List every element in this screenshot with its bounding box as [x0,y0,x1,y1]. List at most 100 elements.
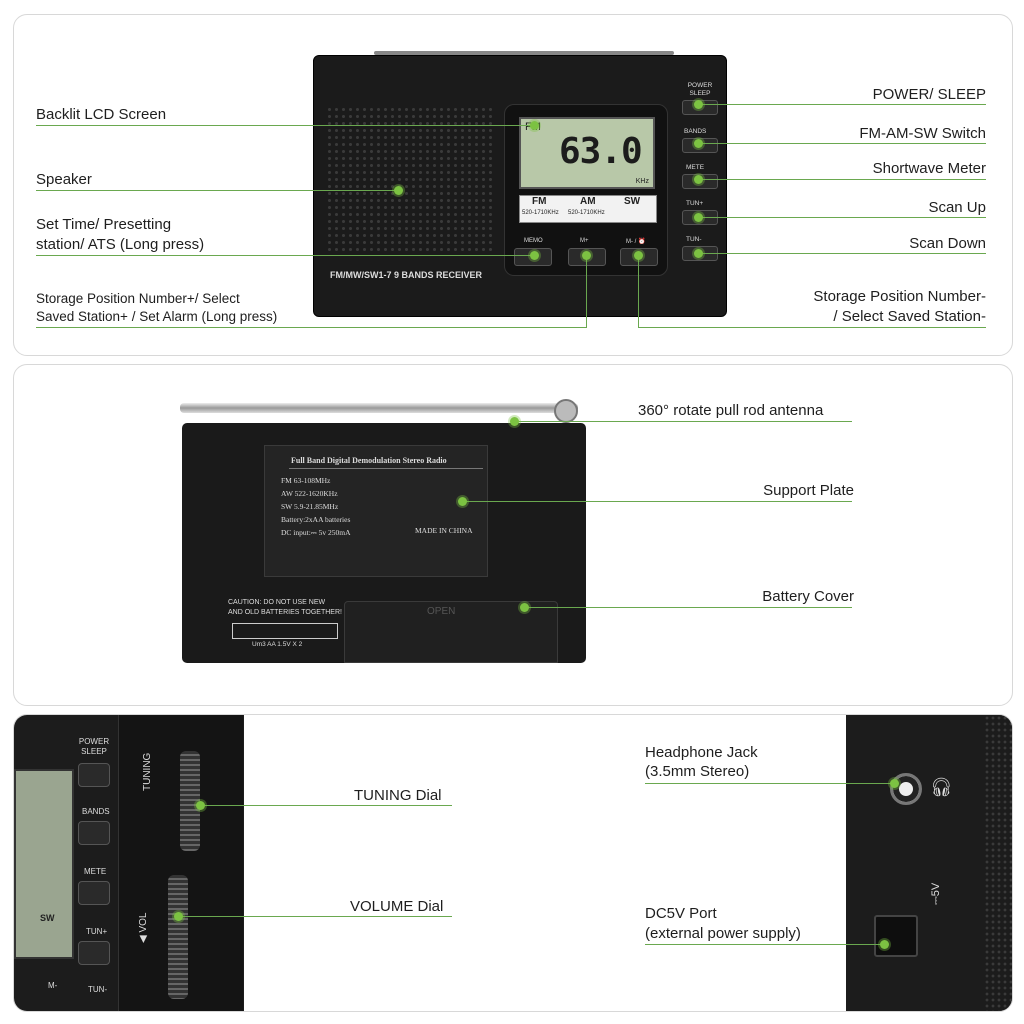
side-tun-plus-label: TUN+ [86,927,108,936]
power-button-label: POWER SLEEP [687,82,713,97]
volume-dial[interactable] [168,875,188,999]
marker-scan-down [694,249,703,258]
plate-aw: AW 522-1620KHz [281,489,338,498]
caution-line-2: AND OLD BATTERIES TOGETHER! [228,609,342,616]
side-power-label: POWER SLEEP [78,737,110,756]
label-support: Support Plate [763,482,854,499]
antenna-strip [374,51,674,55]
tun-minus-button-label: TUN- [686,236,702,243]
marker-tuning [196,801,205,810]
side-view-panel: SW M- POWER SLEEP BANDS METE TUN+ TUN- T… [13,714,1013,1012]
plate-battery: Battery:2xAA batteries [281,515,351,524]
label-battery: Battery Cover [762,588,854,605]
side-bands-label: BANDS [82,807,110,816]
range-fm-label: 520-1710KHz [522,210,559,216]
marker-volume [174,912,183,921]
label-mplus-2: Saved Station+ / Set Alarm (Long press) [36,309,278,324]
mminus-button-label: M- / ⏰ [626,239,646,245]
range-am-label: 520-1710KHz [568,210,605,216]
plate-sw: SW 5.9-21.85MHz [281,502,339,511]
marker-battery [520,603,529,612]
back-view-panel: Full Band Digital Demodulation Stereo Ra… [13,364,1013,706]
label-memo-1: Set Time/ Presetting [36,216,172,233]
leader-mplus-v [586,255,587,327]
tuning-text: TUNING [142,752,153,791]
side-lcd [14,769,74,959]
label-volume: VOLUME Dial [350,898,444,915]
leader-tuning [200,805,452,806]
marker-bands [694,139,703,148]
side-mete-label: METE [84,867,107,876]
speaker-grill [326,106,496,256]
label-dc-2: (external power supply) [645,925,801,942]
label-tuning: TUNING Dial [354,787,442,804]
front-view-panel: FM 63.0 KHz FM AM SW 520-1710KHz 520-171… [13,14,1013,356]
leader-memo [36,255,534,256]
label-mminus-1: Storage Position Number- [813,288,986,305]
side-m-label: M- [48,981,58,990]
battery-spec: Um3 AA 1.5V X 2 [252,641,303,648]
label-antenna: 360° rotate pull rod antenna [638,402,824,419]
band-strip: FM AM SW 520-1710KHz 520-1710KHz [519,195,657,223]
leader-antenna [514,421,852,422]
marker-scan-up [694,213,703,222]
plate-divider [289,468,483,469]
marker-lcd [530,121,539,130]
side-right-grill [984,715,1012,1011]
band-sw-label: SW [624,196,641,207]
leader-meter [698,179,986,180]
lcd-screen: FM 63.0 KHz [519,117,655,189]
plate-made: MADE IN CHINA [415,526,473,535]
marker-support [458,497,467,506]
plate-fm: FM 63-108MHz [281,476,331,485]
label-mminus-2: / Select Saved Station- [833,308,986,325]
radio-back: Full Band Digital Demodulation Stereo Ra… [182,423,586,663]
vol-text: ◀ VOL [138,912,149,943]
model-label: FM/MW/SW1-7 9 BANDS RECEIVER [330,270,483,280]
dc-port[interactable] [874,915,918,957]
label-mplus-1: Storage Position Number+/ Select [36,291,240,306]
marker-antenna [510,417,519,426]
side-mete-button[interactable] [78,881,110,905]
side-tun-minus-label: TUN- [88,985,108,994]
label-bands: FM-AM-SW Switch [859,125,986,142]
marker-dc [880,940,889,949]
lcd-frequency: 63.0 [559,131,643,172]
label-scan-up: Scan Up [928,199,986,216]
marker-mminus [634,251,643,260]
battery-diagram [232,623,338,639]
antenna-swivel [554,399,578,423]
marker-headphone [890,779,899,788]
label-power: POWER/ SLEEP [872,86,986,103]
dc-port-label: ⎓5V [930,882,942,905]
leader-power [698,104,986,105]
marker-speaker [394,186,403,195]
leader-dc [645,944,885,945]
radio-front: FM 63.0 KHz FM AM SW 520-1710KHz 520-171… [313,51,727,317]
leader-headphone [645,783,895,784]
headphone-jack[interactable] [890,773,922,805]
label-meter: Shortwave Meter [872,160,986,177]
tuning-dial[interactable] [180,751,200,851]
leader-mplus-h [36,327,587,328]
memo-button-label: MEMO [524,238,543,244]
band-fm-label: FM [532,196,547,207]
marker-power [694,100,703,109]
radio-side-right: 🎧︎ ⎓5V [846,715,1012,1011]
side-sw-label: SW [40,913,55,923]
leader-mminus-v [638,255,639,327]
lcd-bezel: FM 63.0 KHz FM AM SW 520-1710KHz 520-171… [504,104,668,276]
mete-button-label: METE [686,164,705,171]
bands-button-label: BANDS [684,128,707,135]
leader-scan-down [698,253,986,254]
lcd-unit: KHz [635,178,649,185]
support-plate: Full Band Digital Demodulation Stereo Ra… [264,445,488,577]
leader-volume [178,916,452,917]
side-tun-plus-button[interactable] [78,941,110,965]
leader-bands [698,143,986,144]
side-power-button[interactable] [78,763,110,787]
leader-scan-up [698,217,986,218]
leader-speaker [36,190,396,191]
mplus-button-label: M+ [580,238,589,244]
side-bands-button[interactable] [78,821,110,845]
